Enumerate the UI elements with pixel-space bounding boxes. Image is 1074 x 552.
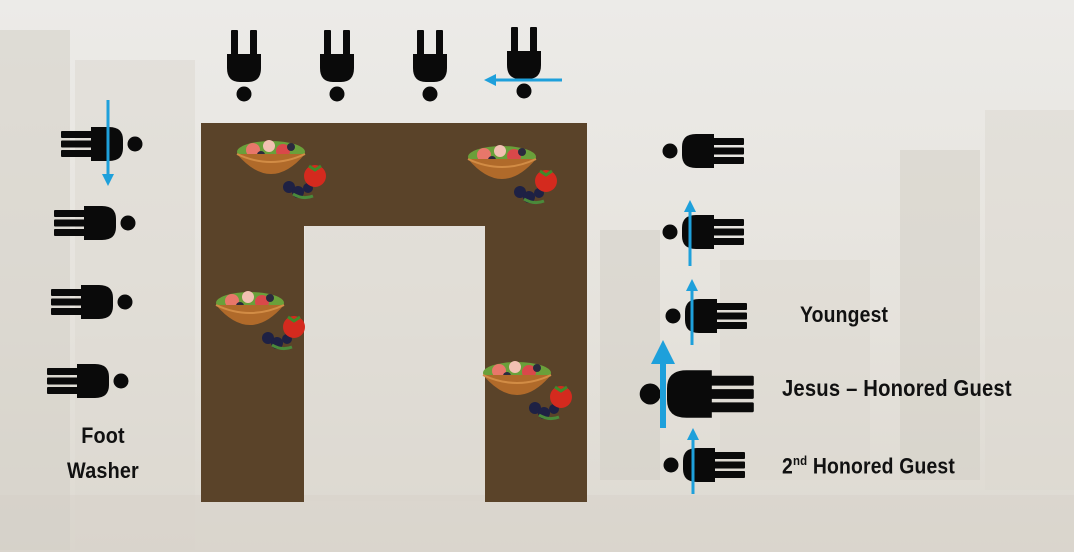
foot-washer-line-2: Washer	[67, 458, 139, 483]
second-honored-guest-label: 2nd Honored Guest	[782, 453, 955, 479]
label-text: Honored Guest	[807, 453, 955, 479]
background-ruin	[600, 230, 660, 480]
ordinal-suffix: nd	[792, 453, 808, 468]
jesus-label: Jesus – Honored Guest	[782, 375, 1012, 401]
foot-washer-line-1: Foot	[81, 423, 125, 448]
background-ruin	[720, 260, 870, 480]
background-ground	[0, 495, 1074, 552]
background-ruin	[305, 226, 485, 501]
youngest-label: Youngest	[800, 302, 889, 327]
foot-washer-label: Foot Washer	[54, 418, 153, 488]
table-top	[201, 123, 587, 502]
background-ruin	[985, 110, 1074, 490]
ordinal-number: 2	[782, 453, 793, 479]
background-ruin	[900, 150, 980, 480]
